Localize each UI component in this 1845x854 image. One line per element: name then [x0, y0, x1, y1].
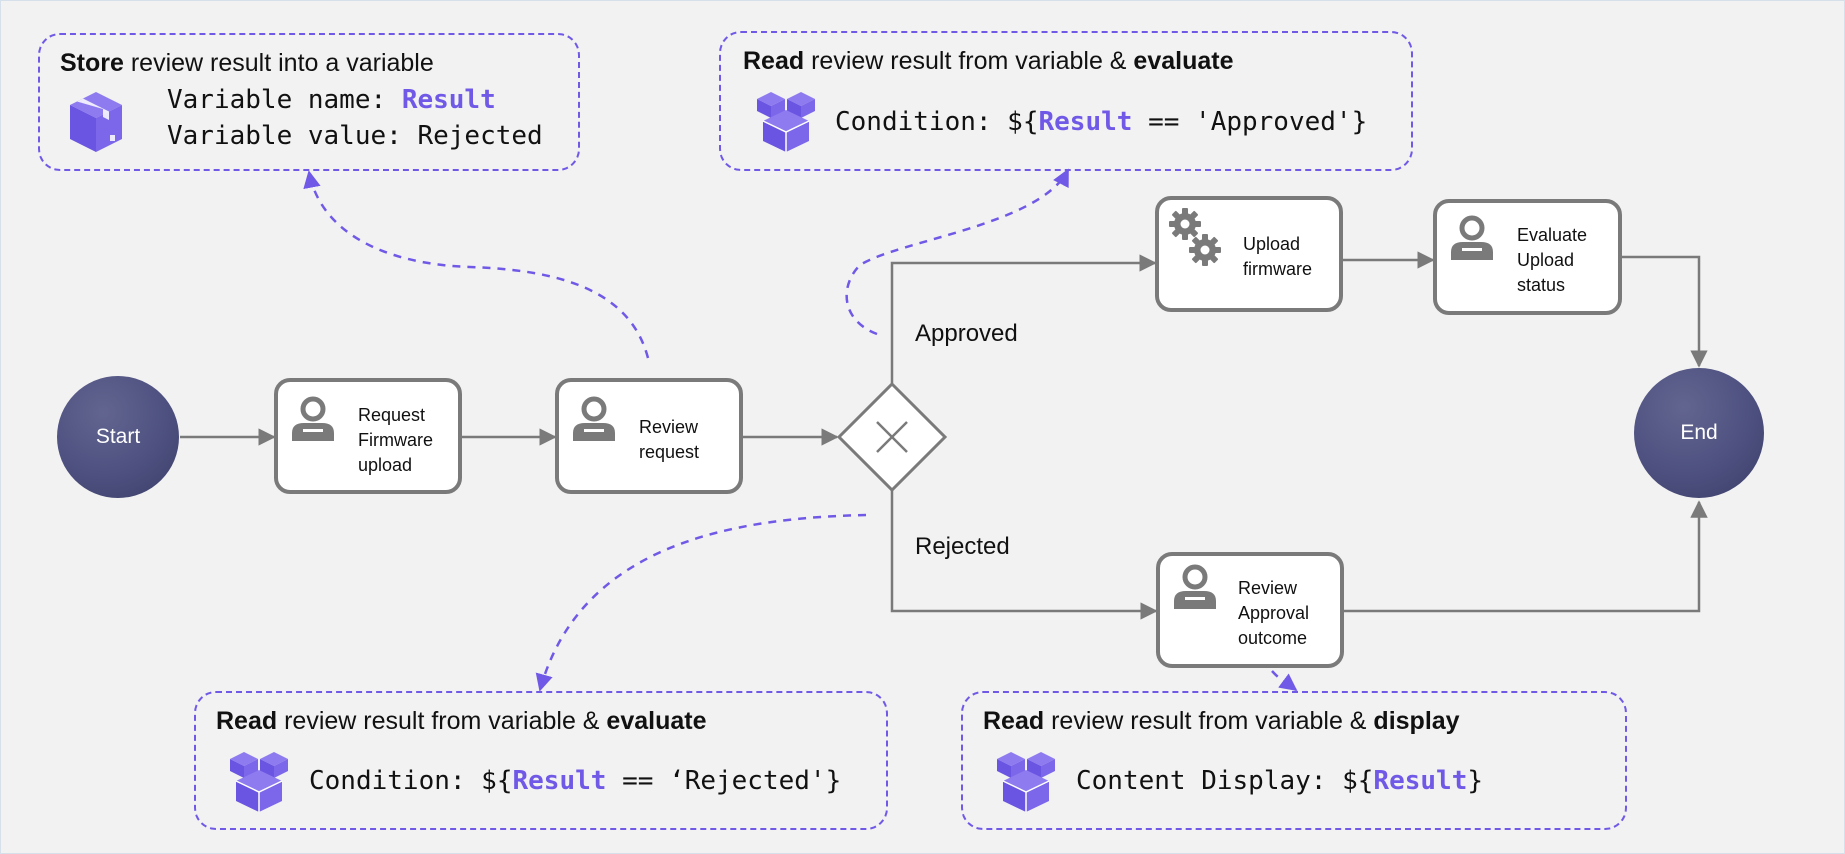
flow-label-approved: Approved: [915, 320, 1018, 347]
task-label-line: Upload: [1517, 250, 1575, 270]
end-event-label: End: [1680, 421, 1718, 444]
callout-title-bold: Store: [60, 49, 124, 77]
callout-title-mid: review result from variable &: [277, 707, 607, 735]
user-icon: [1451, 215, 1493, 260]
task-label-line: Review: [639, 417, 699, 437]
task-request-firmware-upload[interactable]: Request Firmware upload: [274, 378, 462, 494]
variable-name-label: Variable name:: [167, 85, 402, 115]
display-prefix: Content Display: ${: [1076, 766, 1374, 796]
callout-title-bold: Read: [216, 707, 278, 735]
condition-code: Condition: ${Result == ‘Rejected'}: [309, 766, 841, 796]
task-review-request[interactable]: Review request: [555, 378, 743, 494]
condition-variable: Result: [512, 766, 607, 796]
box-icon: [70, 92, 122, 152]
task-label-line: Request: [358, 405, 426, 425]
task-label-line: request: [639, 442, 700, 462]
flow-approved: [890, 254, 1157, 383]
task-evaluate-upload-status[interactable]: Evaluate Upload status: [1433, 199, 1622, 315]
task-label-line: Review: [1238, 578, 1298, 598]
task-label-line: Upload: [1243, 234, 1301, 254]
task-upload-firmware[interactable]: Upload firmware: [1155, 196, 1343, 312]
end-event[interactable]: End: [1634, 368, 1764, 498]
callout-title-bold2: evaluate: [606, 707, 707, 735]
association-rejected-to-condition: [535, 513, 867, 692]
variable-value-line: Variable value: Rejected: [167, 121, 543, 151]
callout-title: Store review result into a variable: [60, 49, 434, 78]
display-suffix: }: [1467, 766, 1483, 796]
condition-prefix: Condition: ${: [309, 766, 513, 796]
display-variable: Result: [1373, 766, 1468, 796]
boxes-icon: [997, 752, 1055, 812]
task-label-line: Evaluate: [1517, 225, 1588, 245]
gears-icon: [1169, 208, 1221, 266]
association-review-to-store: [303, 170, 650, 359]
callout-store-variable: Store review result into a variable Vari…: [38, 33, 580, 171]
callout-title: Read review result from variable & evalu…: [743, 47, 1233, 76]
condition-code: Condition: ${Result == 'Approved'}: [835, 107, 1367, 137]
boxes-icon: [230, 752, 288, 812]
start-event-label: Start: [95, 425, 141, 448]
association-outcome-to-display: [1271, 670, 1298, 692]
task-review-approval-outcome[interactable]: Review Approval outcome: [1156, 552, 1344, 668]
user-icon: [573, 396, 615, 441]
task-label-line: upload: [358, 455, 413, 475]
flow-label-rejected: Rejected: [915, 533, 1010, 560]
condition-variable: Result: [1038, 107, 1133, 137]
callout-title-bold2: evaluate: [1133, 47, 1234, 75]
display-code: Content Display: ${Result}: [1076, 766, 1483, 796]
task-label-line: Approval: [1238, 603, 1310, 623]
exclusive-gateway-icon[interactable]: [836, 381, 948, 493]
task-label-line: firmware: [1243, 259, 1313, 279]
task-label-line: outcome: [1238, 628, 1308, 648]
callout-title-mid: review result from variable &: [1044, 707, 1374, 735]
callout-rejected-condition: Read review result from variable & evalu…: [194, 691, 888, 830]
task-label-line: Firmware: [358, 430, 433, 450]
callout-approved-condition: Read review result from variable & evalu…: [719, 31, 1413, 171]
condition-suffix: == 'Approved'}: [1132, 107, 1368, 137]
callout-title-bold: Read: [983, 707, 1045, 735]
callout-title-mid: review result from variable &: [804, 47, 1134, 75]
flow-evaluate-to-end: [1622, 255, 1708, 368]
condition-prefix: Condition: ${: [835, 107, 1039, 137]
variable-name-value: Result: [401, 85, 496, 115]
callout-title-bold: Read: [743, 47, 805, 75]
flow-review-outcome-to-end: [1344, 500, 1708, 613]
boxes-icon: [757, 92, 815, 152]
callout-title: Read review result from variable & evalu…: [216, 707, 706, 736]
callout-content-display: Read review result from variable & displ…: [961, 691, 1627, 830]
flow-rejected: [890, 490, 1158, 620]
task-label-line: status: [1517, 275, 1566, 295]
user-icon: [292, 396, 334, 441]
user-icon: [1174, 564, 1216, 609]
callout-title: Read review result from variable & displ…: [983, 707, 1460, 736]
association-approved-to-condition: [845, 168, 1070, 336]
condition-suffix: == ‘Rejected'}: [606, 766, 842, 796]
start-event[interactable]: Start: [57, 376, 179, 498]
variable-name-line: Variable name: Result: [167, 85, 496, 115]
callout-title-rest: review result into a variable: [123, 49, 434, 77]
callout-title-bold2: display: [1373, 707, 1460, 735]
